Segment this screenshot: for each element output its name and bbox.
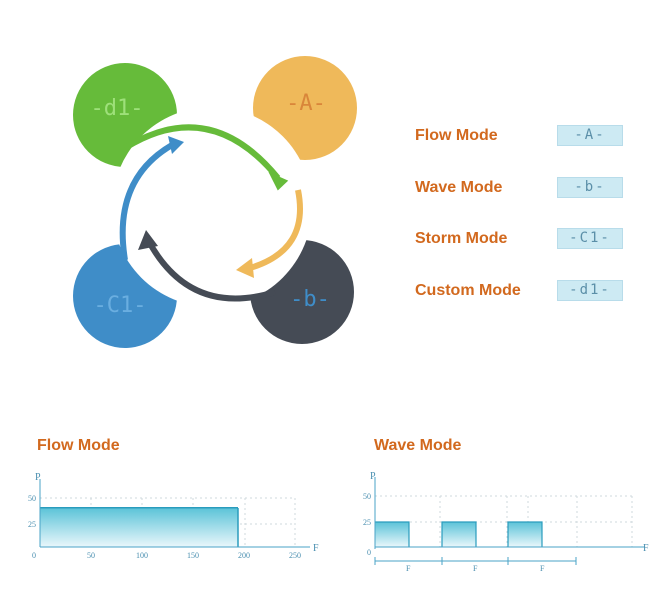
wave-chart-title: Wave Mode [374, 437, 462, 454]
flow-x-tick: 50 [87, 551, 95, 560]
wave-y-tick: 50 [363, 492, 371, 501]
wave-pulse [375, 522, 409, 547]
flow-chart-title: Flow Mode [37, 437, 120, 454]
flow-x-tick: 150 [187, 551, 199, 560]
mode-code-storm: -C1- [557, 228, 623, 249]
wave-pulse-label: F [540, 564, 545, 573]
flow-x-axis-label: F [313, 543, 319, 554]
wave-pulses [375, 522, 542, 547]
mode-label-wave: Wave Mode [415, 179, 503, 196]
wave-y-tick: 25 [363, 518, 371, 527]
flow-y-axis-label: P [35, 472, 41, 483]
flow-level-bar [40, 507, 238, 547]
flow-x-tick: 200 [238, 551, 250, 560]
petal-a-code: -A- [286, 91, 326, 116]
mode-code-custom: -d1- [557, 280, 623, 301]
mode-code-wave: -b- [557, 177, 623, 198]
mode-cycle-diagram: -d1- -A- -b- -C1- [73, 56, 357, 348]
flow-y-tick: 0 [32, 551, 36, 560]
flow-chart: P F 50 25 0 50 100 150 200 250 [28, 472, 319, 560]
wave-pulse [508, 522, 542, 547]
wave-x-axis-label: F [643, 543, 649, 554]
mode-label-storm: Storm Mode [415, 230, 508, 247]
mode-label-custom: Custom Mode [415, 282, 521, 299]
petal-c1-code: -C1- [94, 293, 147, 318]
arrow-green [123, 124, 281, 180]
arrow-dark [145, 238, 276, 302]
arrow-blue [119, 142, 174, 261]
wave-pulse [442, 522, 476, 547]
flow-x-tick: 100 [136, 551, 148, 560]
wave-chart: P F 50 25 0 F F F [363, 471, 649, 573]
flow-y-tick: 25 [28, 520, 36, 529]
petal-d1-code: -d1- [91, 96, 144, 121]
wave-y-axis-label: P [370, 471, 376, 482]
petal-b-code: -b- [290, 287, 330, 312]
flow-x-tick: 250 [289, 551, 301, 560]
wave-pulse-label: F [473, 564, 478, 573]
mode-label-flow: Flow Mode [415, 127, 498, 144]
flow-y-tick: 50 [28, 494, 36, 503]
wave-pulse-label: F [406, 564, 411, 573]
arrow-yellow [249, 189, 303, 271]
wave-y-tick: 0 [367, 548, 371, 557]
mode-code-flow: -A- [557, 125, 623, 146]
